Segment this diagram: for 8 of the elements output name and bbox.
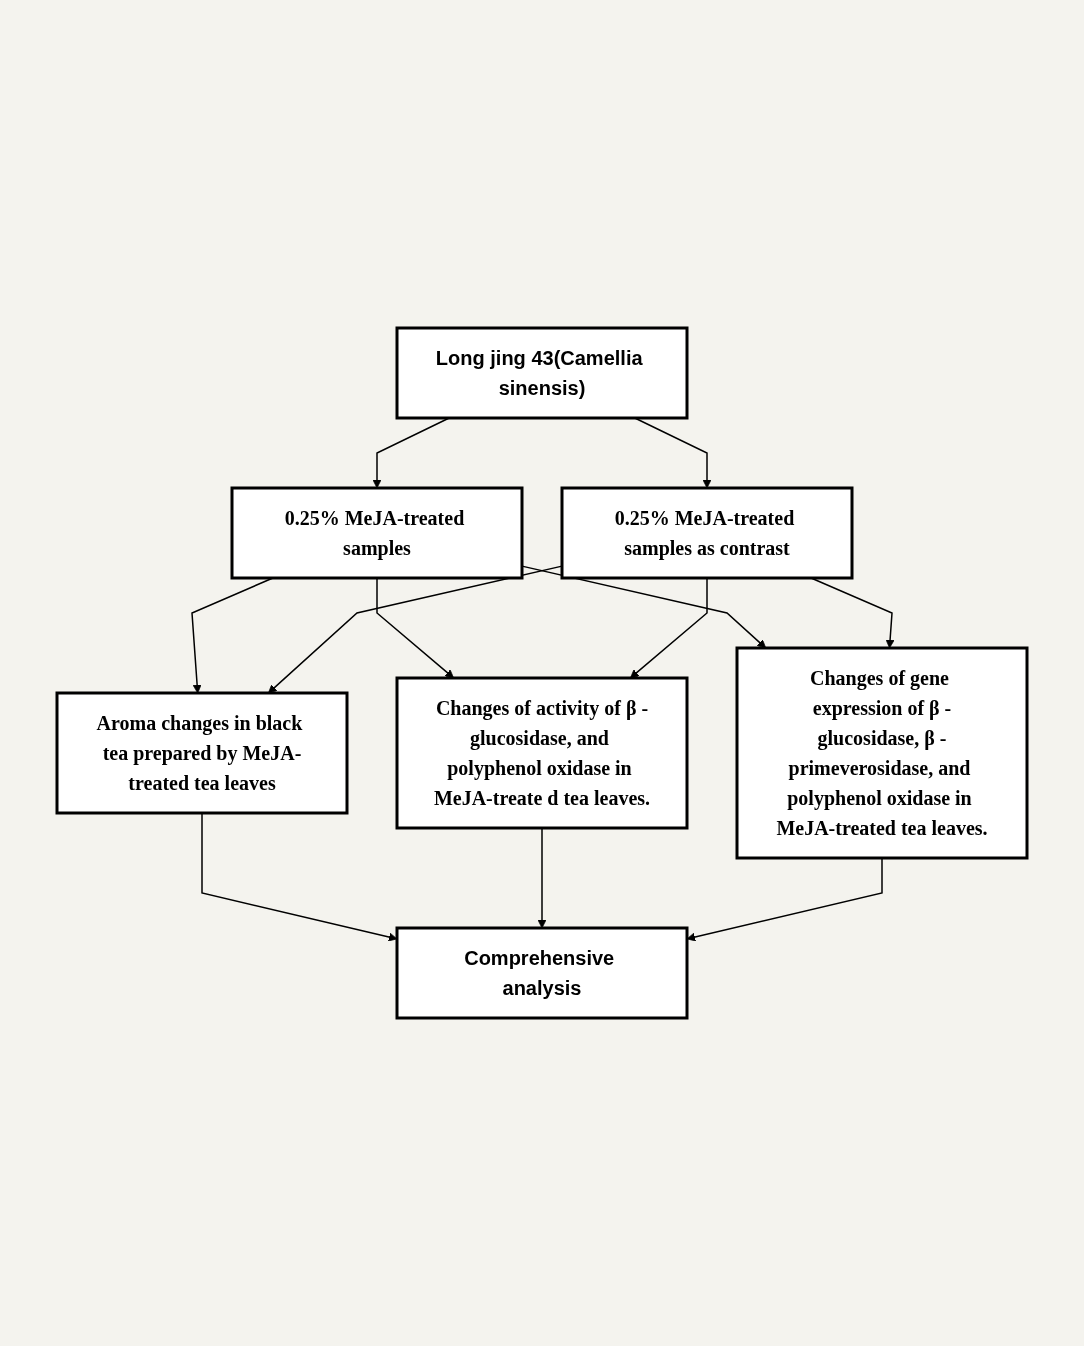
- node-box: Changes of gene expression of β -glucosidase, β -primeverosidase, and polyphenol oxidase in MeJA-treated tea leaves.: [735, 646, 1029, 860]
- node-box: Comprehensive analysis: [395, 926, 689, 1020]
- node-box: Changes of activity of β -glucosidase, and polyphenol oxidase in MeJA-treate d tea leaves.: [395, 676, 689, 830]
- node-box: Long jing 43(Camellia sinensis): [395, 326, 689, 420]
- arrow: [268, 565, 563, 694]
- node-box: 0.25% MeJA-treated samples as contrast: [560, 486, 854, 580]
- node-box: Aroma changes in black tea prepared by MeJA-treated tea leaves: [55, 691, 349, 815]
- node-box: 0.25% MeJA-treated samples: [230, 486, 524, 580]
